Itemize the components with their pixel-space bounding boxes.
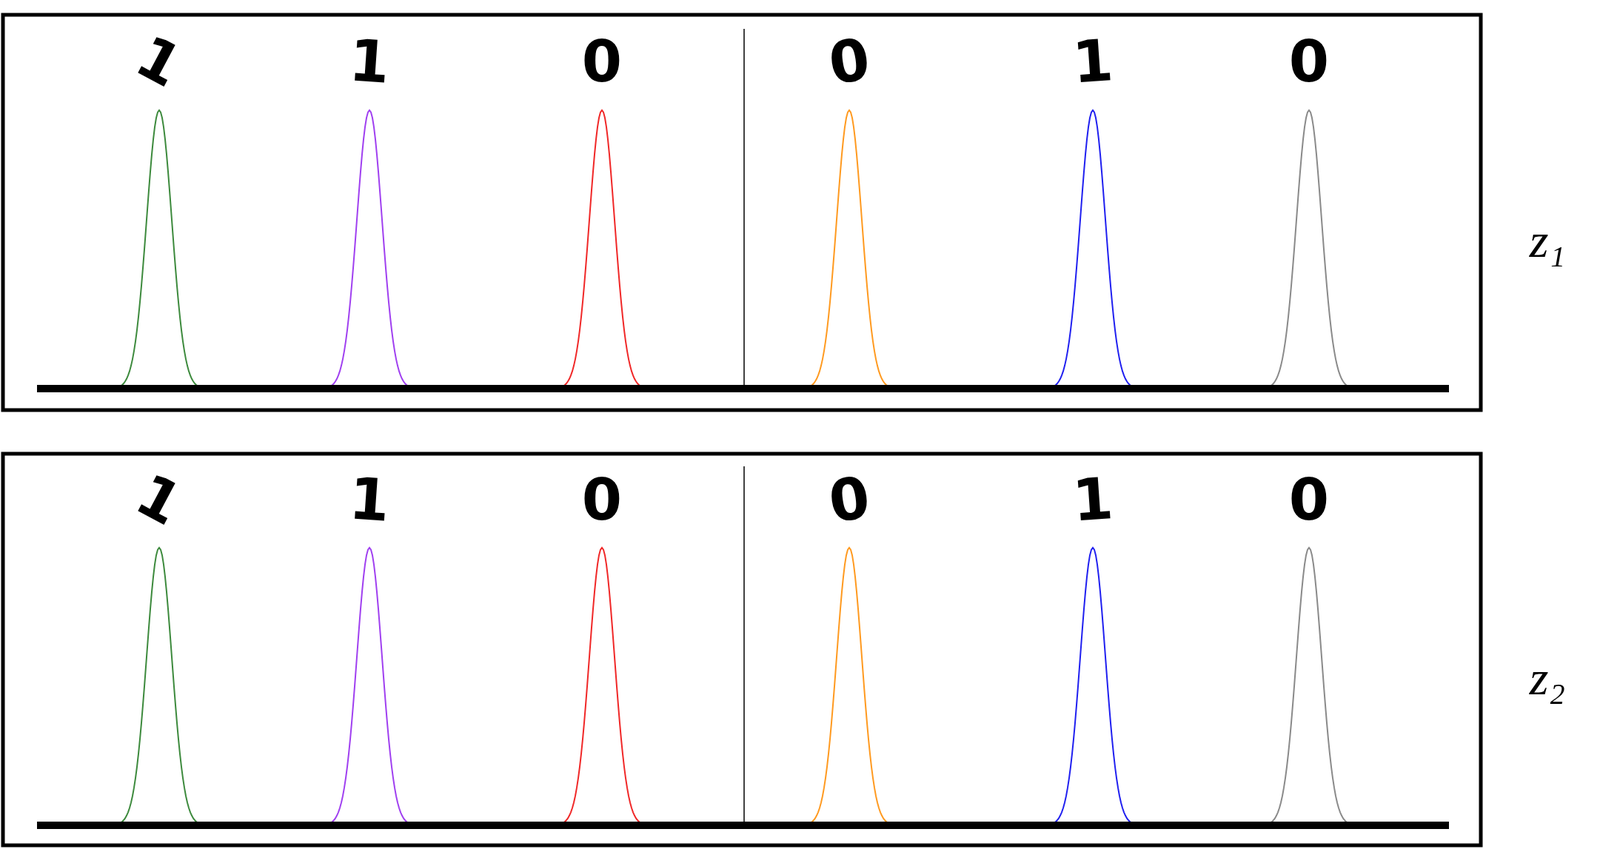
digit-image: 1 [1070, 31, 1116, 92]
digit-image: 1 [128, 464, 192, 535]
gaussian-curve [1042, 547, 1144, 826]
panel-frame [2, 14, 1481, 411]
latent-label: z₁ [1529, 216, 1566, 266]
gaussian-curve [108, 547, 210, 826]
latent-label: z₂ [1529, 653, 1566, 703]
gaussian-curve [798, 547, 900, 826]
gaussian-curve [1042, 110, 1144, 389]
digit-image: 0 [581, 32, 622, 91]
digit-image: 0 [581, 470, 622, 529]
digit-image: 1 [347, 31, 392, 92]
gaussian-curve [551, 110, 653, 389]
digit-image: 1 [128, 26, 192, 97]
axis-line [37, 821, 1449, 830]
digit-image: 0 [825, 30, 874, 94]
gaussian-curve [1258, 547, 1360, 826]
gaussian-curve [108, 110, 210, 389]
gaussian-curve [551, 547, 653, 826]
digit-image: 1 [347, 469, 392, 531]
gaussian-curve [798, 110, 900, 389]
divider-line [743, 466, 745, 826]
digit-image: 0 [1289, 470, 1330, 529]
digit-image: 1 [1070, 469, 1116, 531]
gaussian-curve [319, 547, 420, 826]
axis-line [37, 385, 1449, 393]
digit-image: 0 [1289, 32, 1330, 91]
gaussian-curve [319, 110, 420, 389]
panel-frame [2, 453, 1481, 846]
digit-image: 0 [825, 468, 874, 532]
divider-line [743, 28, 745, 389]
gaussian-curve [1258, 110, 1360, 389]
